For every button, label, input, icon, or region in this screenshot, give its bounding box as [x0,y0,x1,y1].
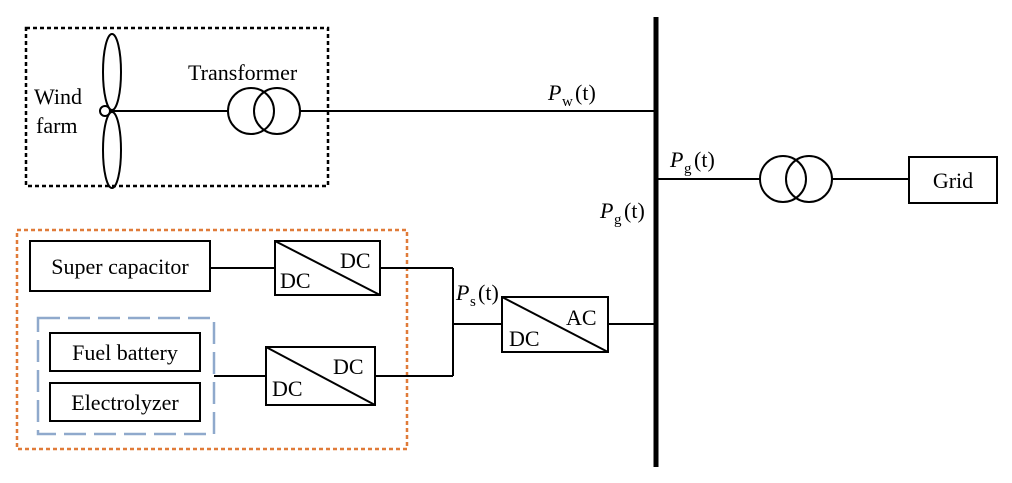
grid-transformer-icon [759,155,833,203]
wind-farm-label-line2: farm [36,113,78,138]
svg-text:DC: DC [509,326,540,351]
wind-transformer-icon [227,87,301,135]
svg-text:(t): (t) [575,80,596,105]
transformer-label: Transformer [188,60,298,85]
ps-label: P s (t) [455,280,499,310]
super-capacitor-label: Super capacitor [51,254,189,279]
svg-text:AC: AC [566,305,597,330]
svg-text:(t): (t) [478,280,499,305]
dcac-converter: AC DC [501,296,609,353]
hydrogen-group-border [36,316,216,436]
pg-top-label: P g (t) [669,147,715,177]
svg-text:DC: DC [272,376,303,401]
wind-farm-group-border [24,26,330,188]
electrolyzer-label: Electrolyzer [71,390,179,415]
svg-text:s: s [470,294,476,310]
super-capacitor-box [29,240,211,292]
fuel-battery-box [49,332,201,372]
svg-text:w: w [562,94,573,110]
svg-text:P: P [455,280,469,305]
wind-farm-label-line1: Wind [34,84,82,109]
electrolyzer-box [49,382,201,422]
svg-text:P: P [599,198,613,223]
svg-text:g: g [684,161,692,177]
grid-box [908,156,998,204]
grid-label: Grid [933,168,973,193]
svg-text:(t): (t) [694,147,715,172]
svg-text:DC: DC [340,248,371,273]
pw-label: P w (t) [547,80,596,110]
storage-group-border [15,228,409,451]
svg-text:P: P [669,147,683,172]
dcdc-converter-bottom: DC DC [265,346,376,406]
svg-text:DC: DC [333,354,364,379]
svg-text:P: P [547,80,561,105]
svg-text:DC: DC [280,268,311,293]
pg-mid-label: P g (t) [599,198,645,228]
dcdc-converter-top: DC DC [274,240,381,296]
fuel-battery-label: Fuel battery [72,340,178,365]
svg-text:g: g [614,212,622,228]
svg-text:(t): (t) [624,198,645,223]
